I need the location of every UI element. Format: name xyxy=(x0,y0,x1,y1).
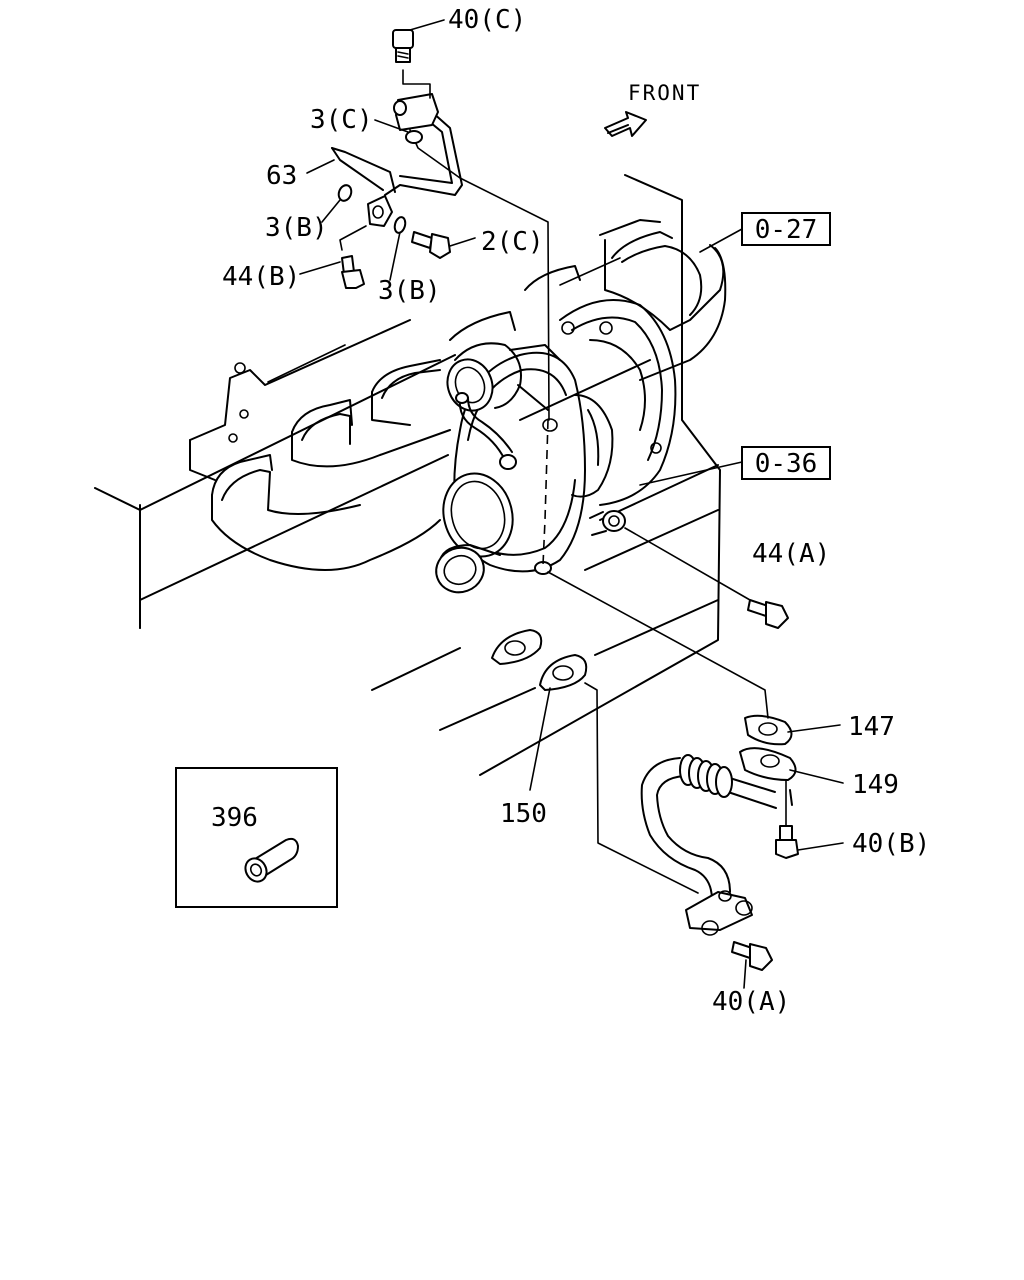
callout-396: 396 xyxy=(211,803,258,833)
gasket-147 xyxy=(547,571,793,746)
callout-40c: 40(C) xyxy=(448,5,526,35)
bolt-44b xyxy=(341,255,365,289)
engine-block-outline xyxy=(94,174,721,776)
bolt-40b xyxy=(775,779,799,859)
callout-63: 63 xyxy=(266,161,297,191)
gasket-150 xyxy=(491,629,699,894)
callout-44a: 44(A) xyxy=(752,539,830,569)
callout-3b-upper: 3(B) xyxy=(265,213,328,243)
inset-box-396: 396 xyxy=(175,767,338,908)
bolt-40a xyxy=(731,941,773,971)
front-direction-label: FRONT xyxy=(628,81,701,105)
oil-feed-center-line xyxy=(542,419,549,566)
callout-44b: 44(B) xyxy=(222,262,300,292)
bolt-2c xyxy=(411,231,451,259)
callout-150: 150 xyxy=(500,799,547,829)
front-direction-arrow xyxy=(604,111,647,137)
washer-3b-lower xyxy=(393,216,407,234)
callout-147: 147 xyxy=(848,712,895,742)
callout-3b-lower: 3(B) xyxy=(378,276,441,306)
svg-text:0-27: 0-27 xyxy=(755,215,818,245)
exhaust-manifold xyxy=(211,219,727,571)
bolt-44a xyxy=(624,527,789,629)
callout-40b: 40(B) xyxy=(852,829,930,859)
ref-box-0-36: 0-36 xyxy=(639,446,831,486)
oil-return-pipe xyxy=(640,754,793,936)
bolt-40c xyxy=(392,29,414,63)
turbocharger-assembly xyxy=(435,299,677,594)
callout-149: 149 xyxy=(852,770,899,800)
callout-3c: 3(C) xyxy=(310,105,373,135)
washer-3b-upper xyxy=(337,184,353,202)
spacer-396 xyxy=(244,837,299,883)
ref-box-0-27: 0-27 xyxy=(699,212,831,253)
gasket-149 xyxy=(739,747,797,781)
washer-3c xyxy=(405,130,423,144)
callout-40a: 40(A) xyxy=(712,987,790,1017)
svg-text:0-36: 0-36 xyxy=(755,449,818,479)
callout-leaders xyxy=(299,19,844,989)
callout-2c: 2(C) xyxy=(481,227,544,257)
